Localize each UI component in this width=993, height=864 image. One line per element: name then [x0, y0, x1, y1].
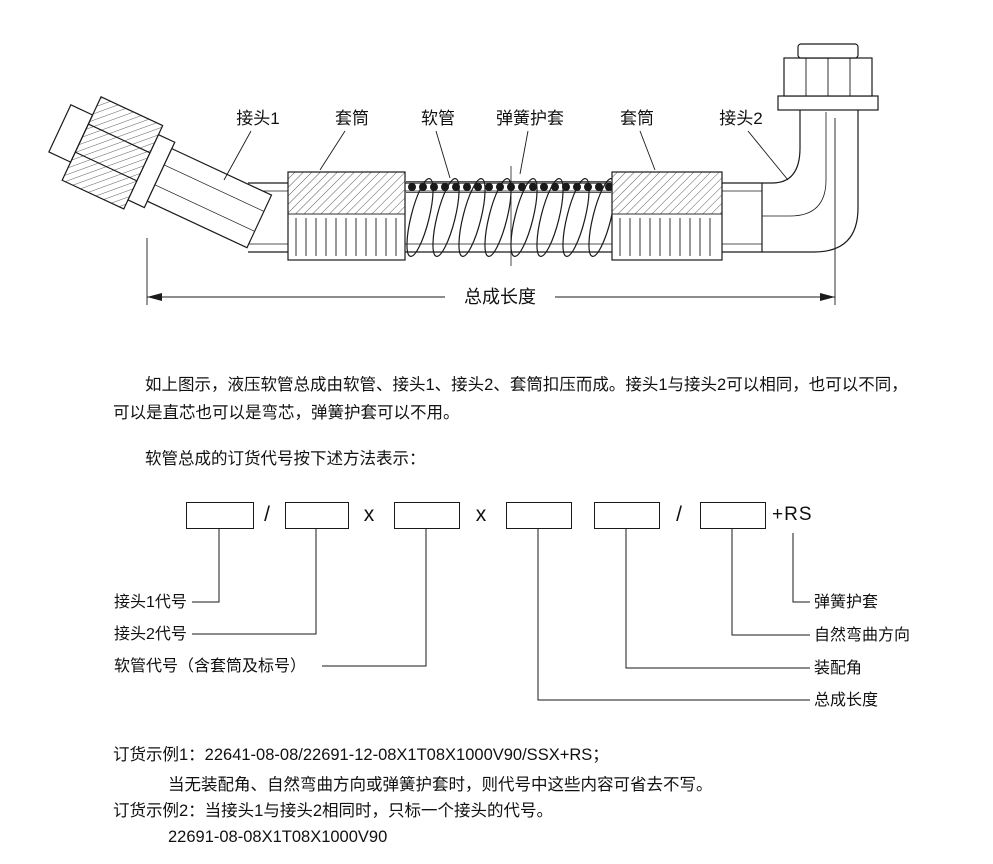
example2-title: 订货示例2：当接头1与接头2相同时，只标一个接头的代号。 — [113, 802, 554, 820]
part-label-sleeve-right: 套筒 — [620, 109, 654, 128]
caption-spring-guard: 弹簧护套 — [814, 594, 879, 611]
code-box-connector1 — [186, 502, 254, 529]
code-separator-x2: x — [475, 503, 487, 526]
part-label-hose: 软管 — [421, 109, 455, 128]
right-fitting — [762, 43, 879, 253]
caption-connector2-code: 接头2代号 — [114, 626, 187, 643]
part-label-leaders — [223, 130, 789, 181]
example1-note: 当无装配角、自然弯曲方向或弹簧护套时，则代号中这些内容可省去不写。 — [168, 776, 713, 794]
code-box-length — [506, 502, 572, 529]
part-label-connector2: 接头2 — [719, 109, 762, 128]
part-label-spring-guard: 弹簧护套 — [496, 109, 564, 128]
code-separator-slash2: / — [676, 503, 682, 526]
example2-code: 22691-08-08X1T08X1000V90 — [168, 828, 388, 846]
hose-assembly-drawing: 接头1 套筒 软管 弹簧护套 套筒 接头2 总成长度 — [48, 43, 879, 307]
description-line2: 可以是直芯也可以是弯芯，弹簧护套可以不用。 — [113, 404, 460, 422]
code-leader-lines — [192, 529, 810, 701]
caption-connector1-code: 接头1代号 — [114, 594, 187, 611]
spring-guard — [406, 178, 616, 257]
code-suffix-rs: +RS — [772, 504, 813, 525]
part-label-connector1: 接头1 — [236, 109, 279, 128]
code-separator-x1: x — [363, 503, 375, 526]
code-box-hose — [394, 502, 460, 529]
code-box-assembly-angle — [594, 502, 660, 529]
example1-title: 订货示例1：22641-08-08/22691-12-08X1T08X1000V… — [113, 746, 609, 764]
description-line1: 如上图示，液压软管总成由软管、接头1、接头2、套筒扣压而成。接头1与接头2可以相… — [145, 376, 908, 394]
code-box-bend-direction — [700, 502, 766, 529]
left-fitting — [48, 96, 273, 249]
code-intro: 软管总成的订货代号按下述方法表示： — [145, 450, 426, 468]
caption-hose-code: 软管代号（含套筒及标号） — [114, 658, 307, 675]
ferrule-left — [287, 171, 406, 261]
caption-bend-direction: 自然弯曲方向 — [814, 627, 911, 644]
caption-assembly-angle: 装配角 — [814, 660, 863, 677]
caption-assembly-length: 总成长度 — [814, 692, 879, 709]
part-label-sleeve-left: 套筒 — [335, 109, 369, 128]
dimension-label: 总成长度 — [464, 287, 536, 307]
ferrule-right — [611, 171, 723, 261]
dimension — [146, 118, 836, 305]
code-separator-slash1: / — [264, 503, 270, 526]
code-box-connector2 — [285, 502, 349, 529]
